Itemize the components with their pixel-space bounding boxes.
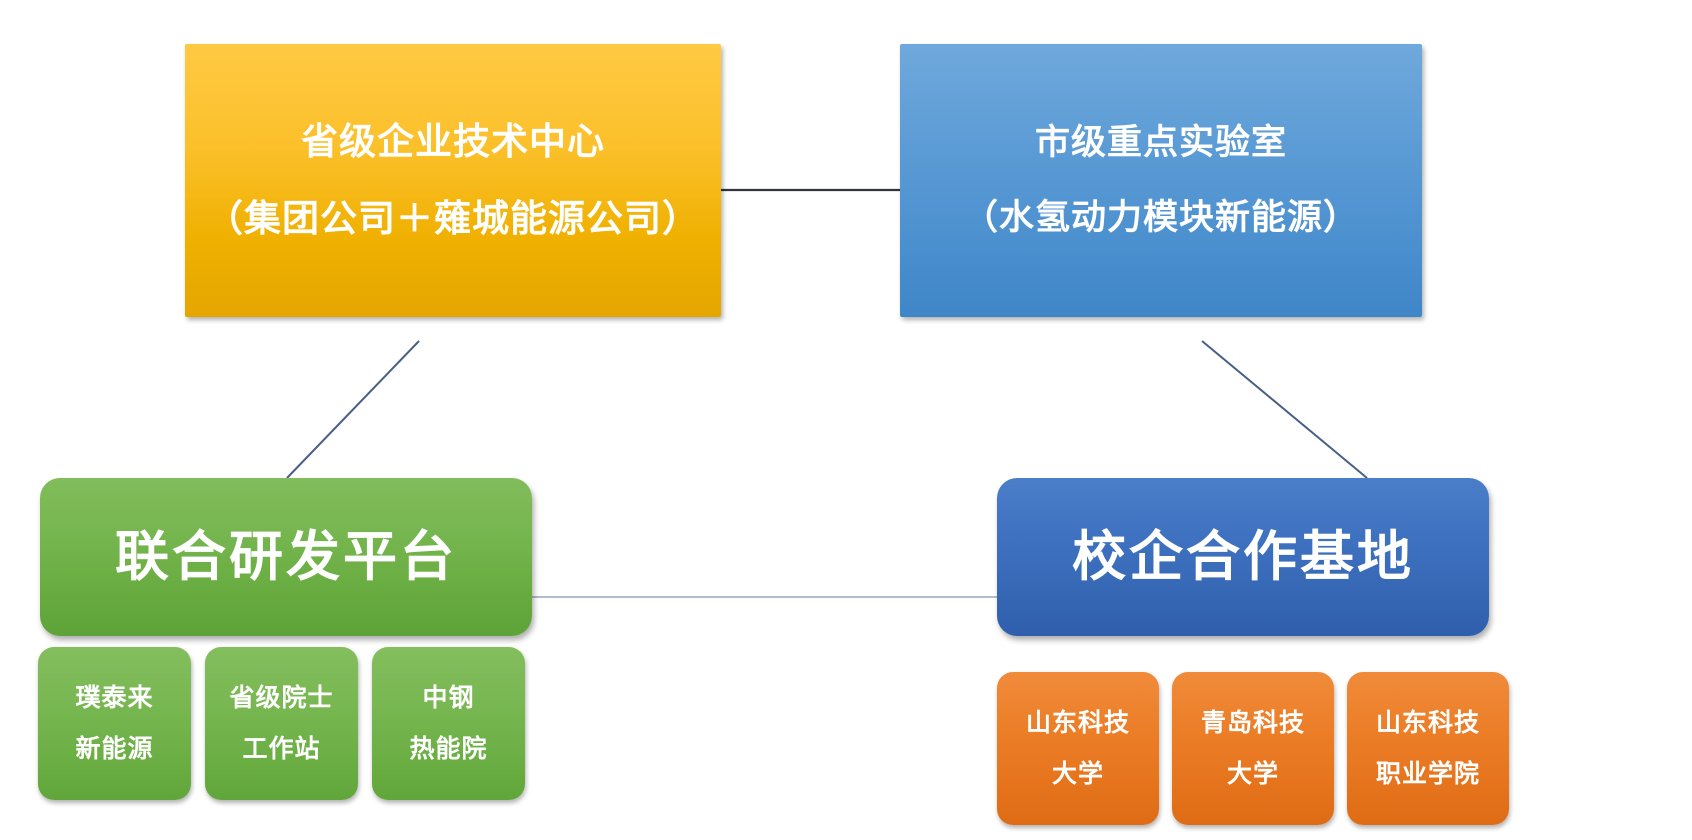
- chip-academician-workstation[interactable]: 省级院士 工作站: [205, 647, 358, 800]
- chip-sdust-line2: 大学: [1051, 759, 1104, 788]
- chip-putailai-line1: 璞泰来: [75, 683, 154, 712]
- node-school-enterprise-label: 校企合作基地: [1072, 526, 1414, 587]
- chip-qust-line1: 青岛科技: [1200, 708, 1305, 737]
- chip-academician-line1: 省级院士: [229, 683, 334, 712]
- chip-qingdao-university-of-science-and-technology[interactable]: 青岛科技 大学: [1172, 672, 1334, 825]
- node-provincial-center[interactable]: 省级企业技术中心 （集团公司＋薙城能源公司）: [185, 44, 721, 317]
- node-provincial-center-line2: （集团公司＋薙城能源公司）: [206, 197, 700, 239]
- chip-qust-line2: 大学: [1226, 759, 1279, 788]
- chip-sdvcst-line1: 山东科技: [1375, 708, 1480, 737]
- chip-putailai[interactable]: 璞泰来 新能源: [38, 647, 191, 800]
- chip-zhonggang-thermal[interactable]: 中钢 热能院: [372, 647, 525, 800]
- connector-provincial-center-to-joint-rd: [286, 340, 420, 479]
- node-school-enterprise[interactable]: 校企合作基地: [997, 478, 1489, 636]
- node-provincial-center-line1: 省级企业技术中心: [301, 120, 605, 162]
- chip-putailai-line2: 新能源: [75, 734, 154, 763]
- chip-shandong-university-of-science-and-technology[interactable]: 山东科技 大学: [997, 672, 1159, 825]
- chip-sdust-line1: 山东科技: [1025, 708, 1130, 737]
- connector-city-lab-to-school-enterprise: [1201, 340, 1368, 479]
- chip-zhonggang-line1: 中钢: [422, 683, 475, 712]
- node-city-lab-line1: 市级重点实验室: [1034, 123, 1287, 163]
- chip-zhonggang-line2: 热能院: [409, 734, 488, 763]
- node-city-lab[interactable]: 市级重点实验室 （水氢动力模块新能源）: [900, 44, 1422, 317]
- chip-academician-line2: 工作站: [242, 734, 321, 763]
- node-joint-rd[interactable]: 联合研发平台: [40, 478, 532, 636]
- chip-shandong-vocational-college-of-science-and-technology[interactable]: 山东科技 职业学院: [1347, 672, 1509, 825]
- chip-sdvcst-line2: 职业学院: [1375, 759, 1480, 788]
- node-city-lab-line2: （水氢动力模块新能源）: [962, 197, 1359, 237]
- node-joint-rd-label: 联合研发平台: [115, 526, 457, 587]
